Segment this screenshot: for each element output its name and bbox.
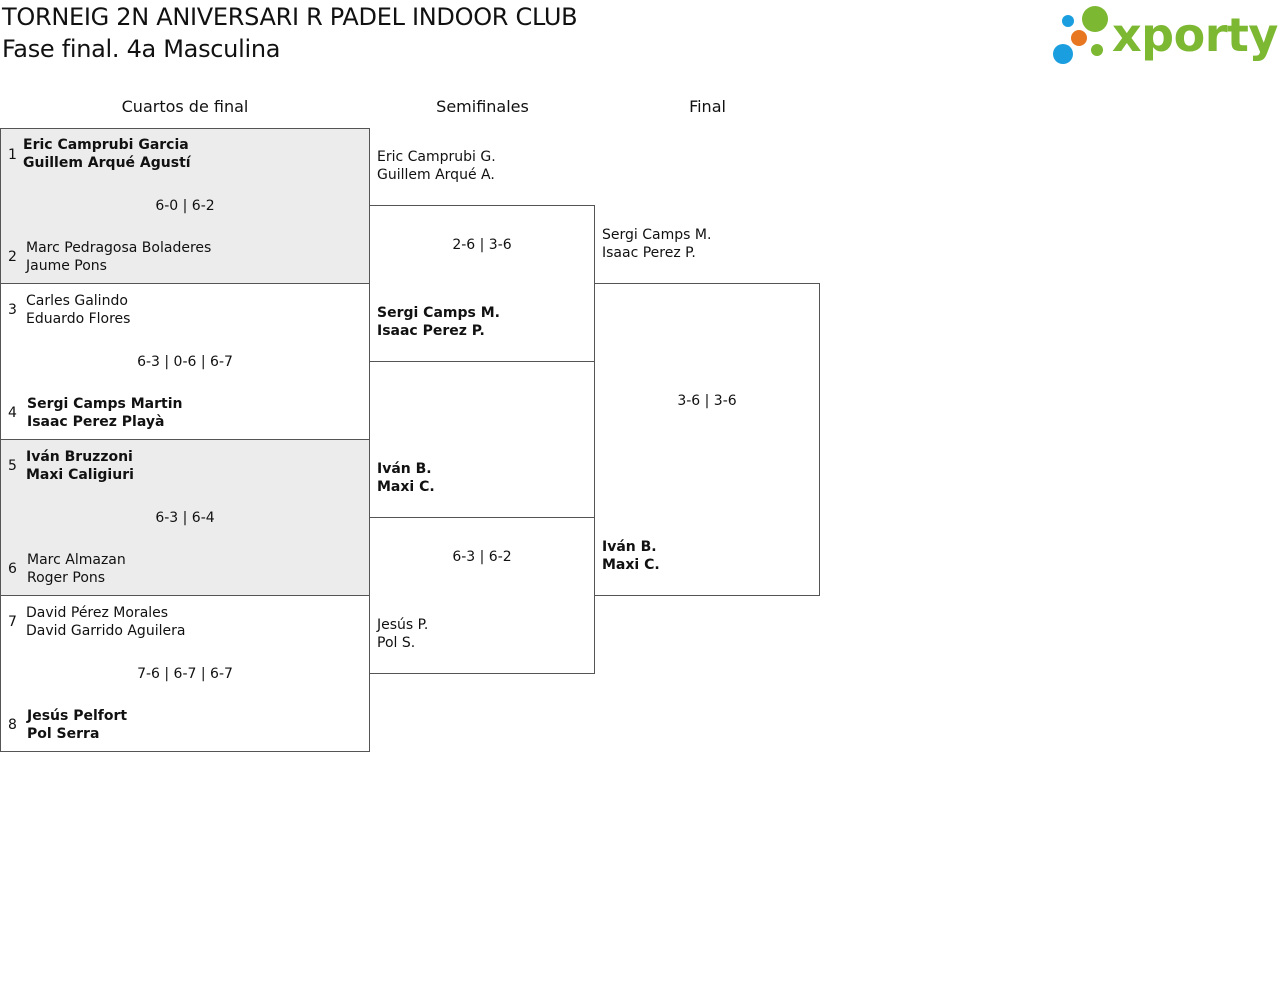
logo-dots-icon — [1053, 6, 1108, 64]
match-score: 6-3 | 6-4 — [155, 510, 215, 526]
seed-number: 7 — [8, 614, 17, 630]
player-name: Marc Pedragosa Boladeres — [26, 240, 212, 256]
quarterfinal-match-4: 7 David Pérez Morales David Garrido Agui… — [0, 595, 370, 752]
semifinal-2-team-b: Jesús P. Pol S. — [377, 616, 428, 652]
player-name: Jesús P. — [377, 617, 429, 633]
player-name: Sergi Camps M. — [602, 227, 712, 243]
player-name: Jesús Pelfort — [27, 708, 128, 724]
seed-number: 6 — [8, 561, 17, 577]
xporty-logo[interactable]: xporty — [1050, 2, 1278, 68]
player-name: Isaac Perez P. — [602, 245, 696, 261]
player-name: Guillem Arqué Agustí — [23, 155, 191, 171]
final-match: 3-6 | 3-6 Iván B. Maxi C. — [594, 283, 820, 596]
player-name: Iván Bruzzoni — [26, 449, 133, 465]
semifinal-match-1: 2-6 | 3-6 Sergi Camps M. Isaac Perez P. — [369, 205, 595, 362]
semifinal-1-team-b: Sergi Camps M. Isaac Perez P. — [377, 304, 500, 340]
player-name: David Garrido Aguilera — [26, 623, 186, 639]
tournament-title: TORNEIG 2N ANIVERSARI R PADEL INDOOR CLU… — [2, 3, 578, 31]
player-name: Maxi C. — [602, 557, 660, 573]
player-name: Iván B. — [377, 461, 432, 477]
logo-wordmark: xporty — [1112, 8, 1278, 62]
seed-number: 3 — [8, 302, 17, 318]
team-winner: Jesús Pelfort Pol Serra — [27, 707, 127, 743]
player-name: Pol S. — [377, 635, 416, 651]
player-name: Guillem Arqué A. — [377, 167, 495, 183]
player-name: Jaume Pons — [26, 258, 107, 274]
quarterfinal-match-3: 5 Iván Bruzzoni Maxi Caligiuri 6-3 | 6-4… — [0, 439, 370, 596]
player-name: Isaac Perez Playà — [27, 414, 165, 430]
player-name: Maxi C. — [377, 479, 435, 495]
player-name: Iván B. — [602, 539, 657, 555]
player-name: Eric Camprubi G. — [377, 149, 496, 165]
match-score: 3-6 | 3-6 — [677, 393, 737, 409]
team-winner: Eric Camprubi Garcia Guillem Arqué Agust… — [23, 136, 191, 172]
player-name: Sergi Camps Martin — [27, 396, 183, 412]
player-name: Marc Almazan — [27, 552, 126, 568]
team-winner: Iván Bruzzoni Maxi Caligiuri — [26, 448, 134, 484]
player-name: Roger Pons — [27, 570, 106, 586]
seed-number: 4 — [8, 405, 17, 421]
match-score: 6-0 | 6-2 — [155, 198, 215, 214]
seed-number: 8 — [8, 717, 17, 733]
round-heading-quarterfinals: Cuartos de final — [121, 97, 249, 116]
team-winner: Sergi Camps Martin Isaac Perez Playà — [27, 395, 182, 431]
match-score: 7-6 | 6-7 | 6-7 — [137, 666, 233, 682]
player-name: Eric Camprubi Garcia — [23, 137, 189, 153]
team-loser: Marc Pedragosa Boladeres Jaume Pons — [26, 239, 211, 275]
final-team-b: Iván B. Maxi C. — [602, 538, 660, 574]
player-name: Carles Galindo — [26, 293, 128, 309]
player-name: Eduardo Flores — [26, 311, 131, 327]
player-name: Sergi Camps M. — [377, 305, 500, 321]
final-team-a: Sergi Camps M. Isaac Perez P. — [602, 226, 711, 262]
semifinal-match-2: 6-3 | 6-2 Jesús P. Pol S. — [369, 517, 595, 674]
team-loser: David Pérez Morales David Garrido Aguile… — [26, 604, 185, 640]
match-score: 2-6 | 3-6 — [452, 237, 512, 253]
match-score: 6-3 | 6-2 — [452, 549, 512, 565]
team-loser: Carles Galindo Eduardo Flores — [26, 292, 130, 328]
player-name: Maxi Caligiuri — [26, 467, 134, 483]
player-name: Pol Serra — [27, 726, 100, 742]
quarterfinal-match-2: 3 Carles Galindo Eduardo Flores 6-3 | 0-… — [0, 283, 370, 440]
round-heading-final: Final — [689, 97, 726, 116]
semifinal-2-team-a: Iván B. Maxi C. — [377, 460, 435, 496]
match-score: 6-3 | 0-6 | 6-7 — [137, 354, 233, 370]
seed-number: 2 — [8, 249, 17, 265]
phase-subtitle: Fase final. 4a Masculina — [2, 35, 281, 63]
team-loser: Marc Almazan Roger Pons — [27, 551, 126, 587]
player-name: Isaac Perez P. — [377, 323, 485, 339]
seed-number: 5 — [8, 458, 17, 474]
round-heading-semifinals: Semifinales — [436, 97, 529, 116]
semifinal-1-team-a: Eric Camprubi G. Guillem Arqué A. — [377, 148, 496, 184]
player-name: David Pérez Morales — [26, 605, 169, 621]
quarterfinal-match-1: 1 Eric Camprubi Garcia Guillem Arqué Agu… — [0, 128, 370, 284]
seed-number: 1 — [8, 147, 17, 163]
